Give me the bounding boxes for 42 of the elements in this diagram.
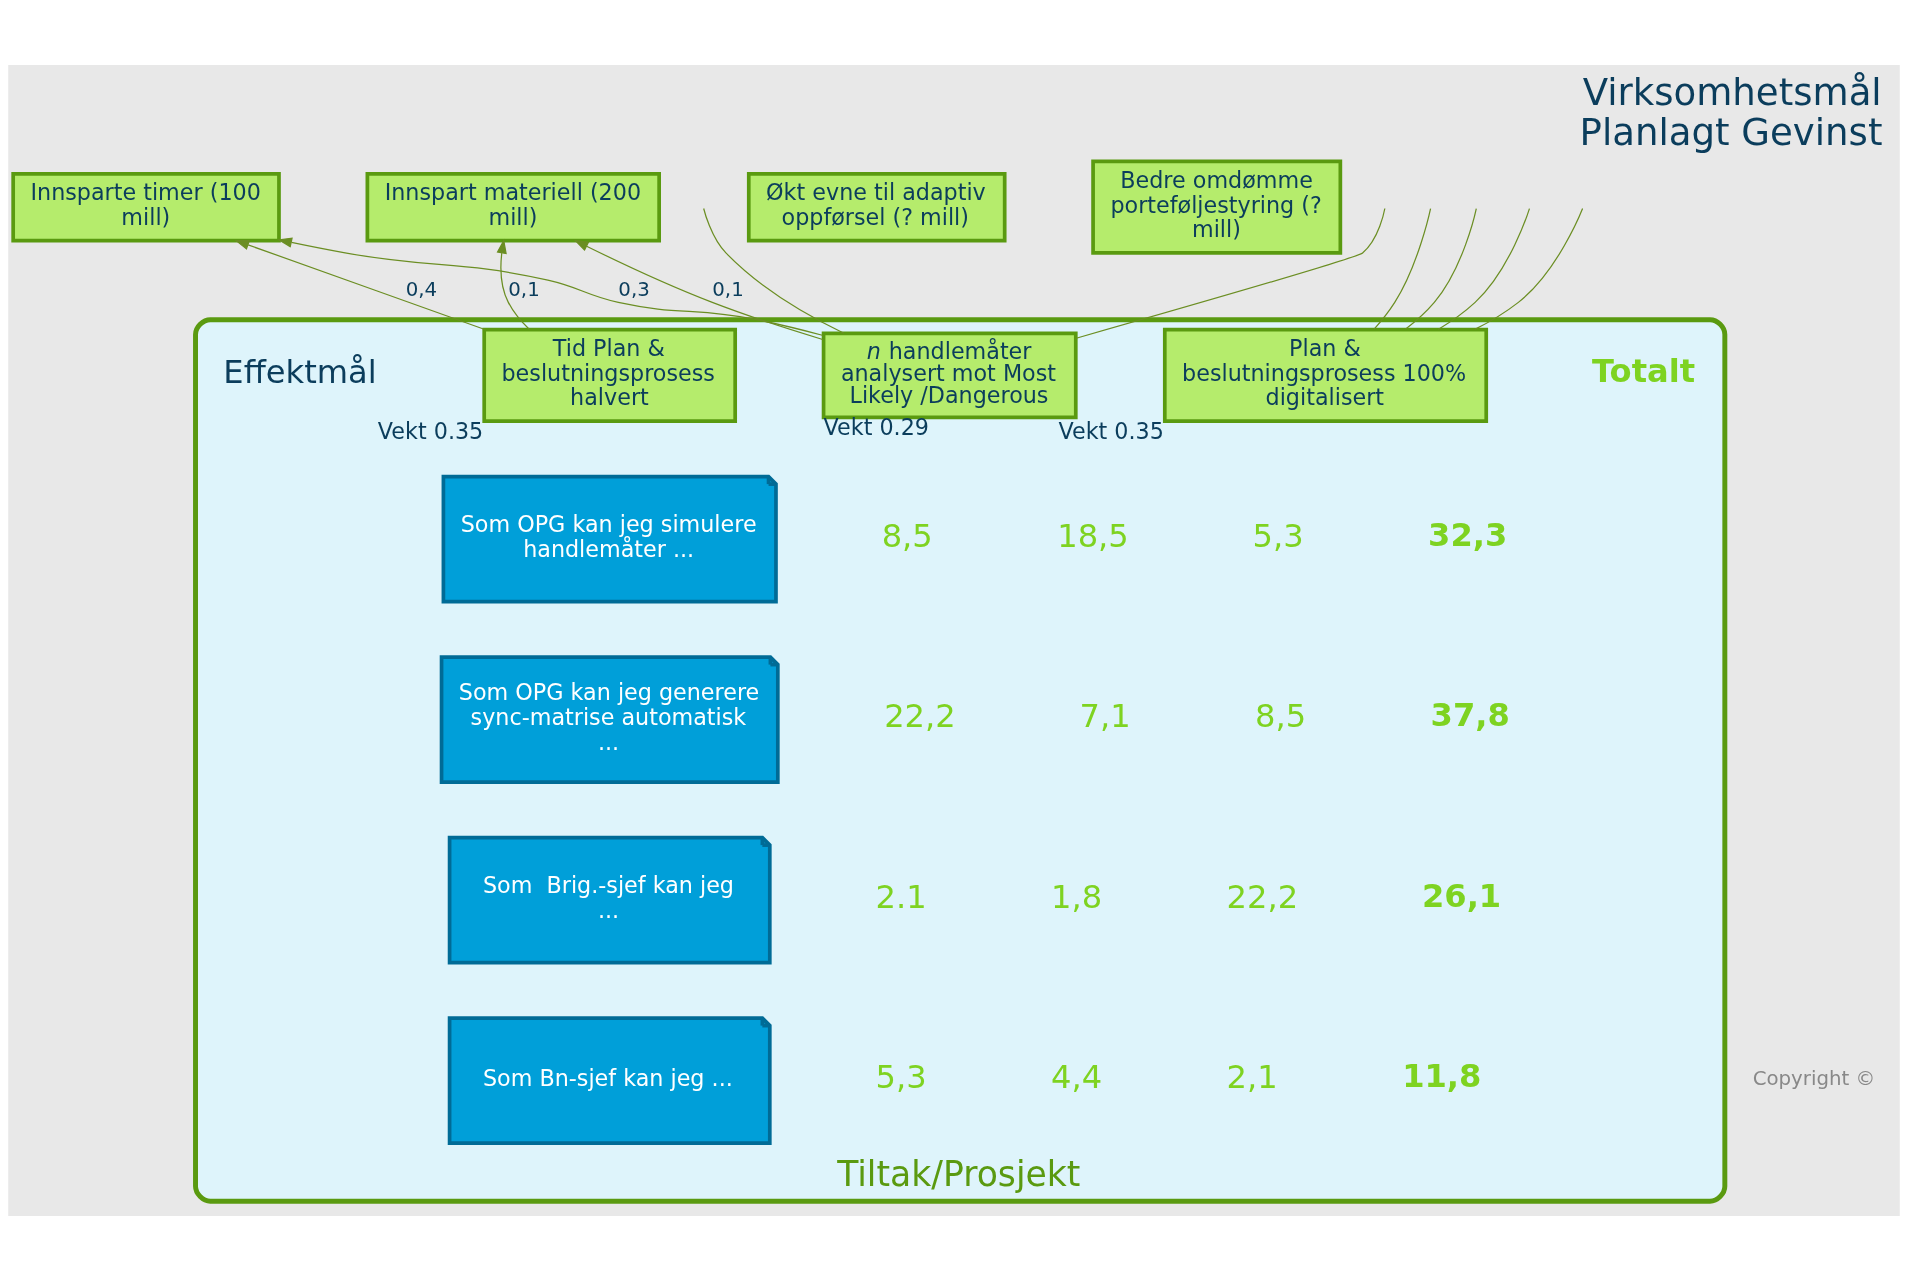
label: Totalt [1591, 351, 1696, 390]
node-box: Tid Plan & beslutningsprosess halvert [482, 327, 738, 423]
connector [703, 207, 845, 334]
diagram-title: Virksomhetsmål Planlagt Gevinst [1579, 70, 1883, 154]
label: 4,4 [1051, 1057, 1103, 1096]
node-box: Økt evne til adaptiv oppførsel (? mill) [746, 171, 1007, 242]
label: 8,5 [881, 516, 933, 555]
node-label: Vekt 0.35 [377, 417, 484, 444]
label: 18,5 [1057, 516, 1129, 555]
edge-label: 0,4 [405, 277, 438, 301]
label: 5,3 [875, 1057, 927, 1096]
label: Effektmål [223, 352, 377, 391]
label: 11,8 [1402, 1056, 1482, 1095]
label: 7,1 [1079, 696, 1131, 735]
label: 8,5 [1255, 696, 1307, 735]
connector [1474, 207, 1584, 330]
connector [1437, 207, 1531, 330]
label: 5,3 [1252, 516, 1304, 555]
label: 22,2 [884, 696, 956, 735]
edge-label: 0,3 [618, 277, 650, 301]
edge-label: 0,1 [508, 277, 540, 301]
node-box: Innspart materiell (200 mill) [365, 171, 661, 242]
node-label: Vekt 0.35 [1058, 417, 1164, 444]
node-box: Bedre omdømme porteføljestyring (? mill) [1091, 159, 1343, 255]
node-box: Plan & beslutningsprosess 100% digitalisert [1162, 327, 1489, 423]
connector [1373, 207, 1432, 330]
node-box: Innsparte timer (100 mill) [11, 171, 281, 242]
connector [1075, 207, 1386, 339]
arrow [277, 236, 824, 336]
edge-label: 0,1 [712, 277, 744, 301]
label: 22,2 [1226, 877, 1299, 916]
label: 1,8 [1051, 877, 1103, 916]
connector [1404, 207, 1477, 330]
label: 37,8 [1430, 695, 1510, 734]
label: Copyright © [1752, 1066, 1876, 1090]
label: 2.1 [875, 877, 927, 916]
arrow [496, 238, 531, 330]
label: 26,1 [1421, 876, 1502, 915]
label: 32,3 [1428, 515, 1508, 554]
arrow [234, 239, 486, 330]
arrow [573, 239, 825, 340]
label: 2,1 [1226, 1057, 1278, 1096]
